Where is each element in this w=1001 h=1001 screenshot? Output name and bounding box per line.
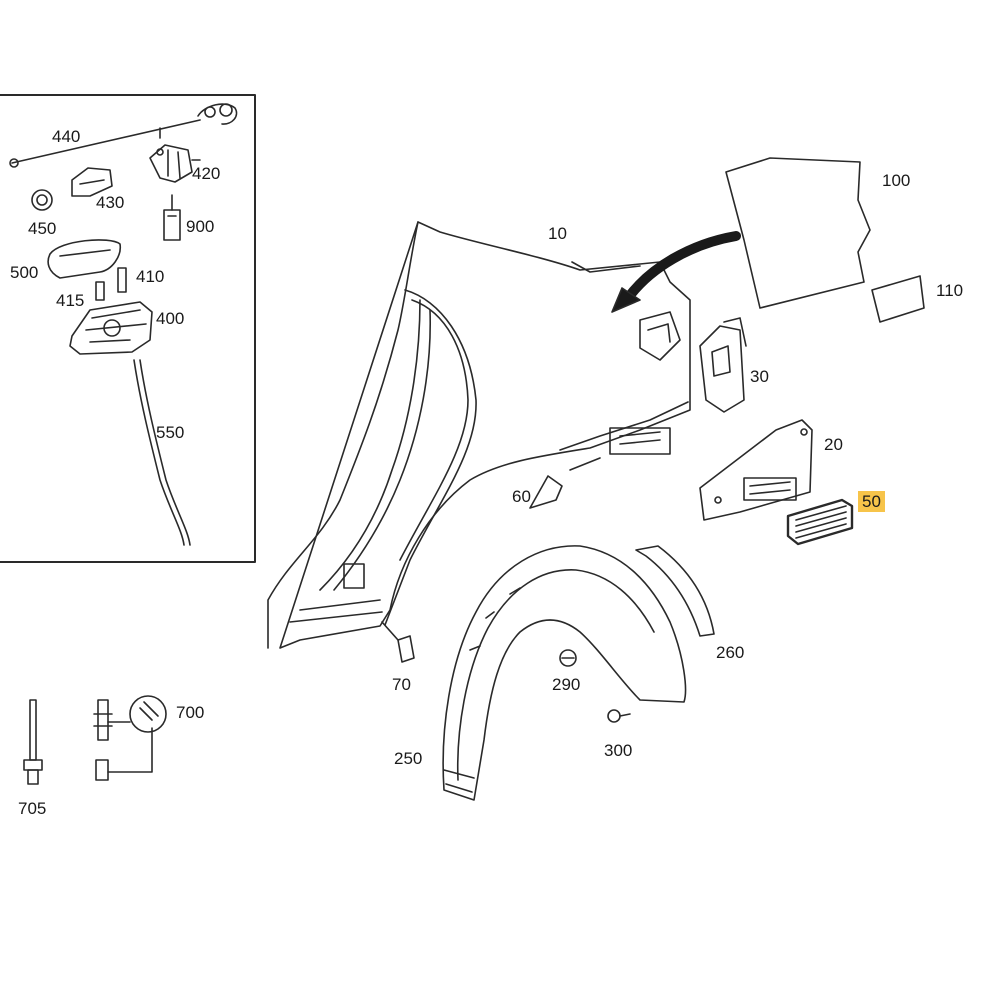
callout-430: 430	[96, 193, 125, 212]
part-400-housing	[69, 301, 153, 355]
part-705-bolt	[23, 699, 43, 785]
callout-260: 260	[716, 643, 745, 662]
callout-100: 100	[882, 171, 911, 190]
callout-30: 30	[750, 367, 769, 386]
callout-420: 420	[192, 164, 221, 183]
callout-440: 440	[52, 127, 81, 146]
part-50-vent	[786, 498, 854, 546]
part-260-arch-section	[635, 545, 715, 637]
part-20-inner-panel	[699, 419, 813, 521]
inset-frame	[0, 94, 256, 563]
part-70-clip	[381, 621, 415, 663]
part-100-patch-panel	[725, 157, 871, 309]
callout-500: 500	[10, 263, 39, 282]
callout-900: 900	[186, 217, 215, 236]
callout-700: 700	[176, 703, 205, 722]
callout-705: 705	[18, 799, 47, 818]
callout-10: 10	[548, 224, 567, 243]
part-420-actuator	[149, 144, 201, 183]
part-60-bracket	[529, 475, 563, 509]
part-410-415-fasteners	[95, 267, 127, 301]
callout-250: 250	[394, 749, 423, 768]
callout-110: 110	[936, 281, 964, 300]
part-110-pad	[871, 275, 925, 323]
part-550-hose	[133, 359, 191, 546]
part-700-screws	[93, 695, 167, 781]
part-440-cable-rod	[9, 103, 238, 168]
callout-300: 300	[604, 741, 633, 760]
callout-450: 450	[28, 219, 57, 238]
callout-415: 415	[56, 291, 85, 310]
callout-20: 20	[824, 435, 843, 454]
callout-550: 550	[156, 423, 185, 442]
part-250-wheel-liner	[442, 545, 687, 801]
callout-290: 290	[552, 675, 581, 694]
part-450-grommet	[31, 189, 53, 211]
part-300-rivet	[607, 709, 631, 723]
callout-70: 70	[392, 675, 411, 694]
part-10-quarter-panel	[267, 221, 691, 649]
part-900-tag	[163, 194, 181, 241]
part-30-bracket	[699, 317, 747, 413]
callout-60: 60	[512, 487, 531, 506]
callout-410: 410	[136, 267, 165, 286]
callout-400: 400	[156, 309, 185, 328]
part-430-bracket	[71, 167, 113, 197]
part-500-flap	[47, 239, 122, 279]
callout-50-highlighted: 50	[858, 491, 885, 512]
assembly-arrow	[611, 231, 741, 313]
part-290-push-nut	[559, 649, 577, 667]
